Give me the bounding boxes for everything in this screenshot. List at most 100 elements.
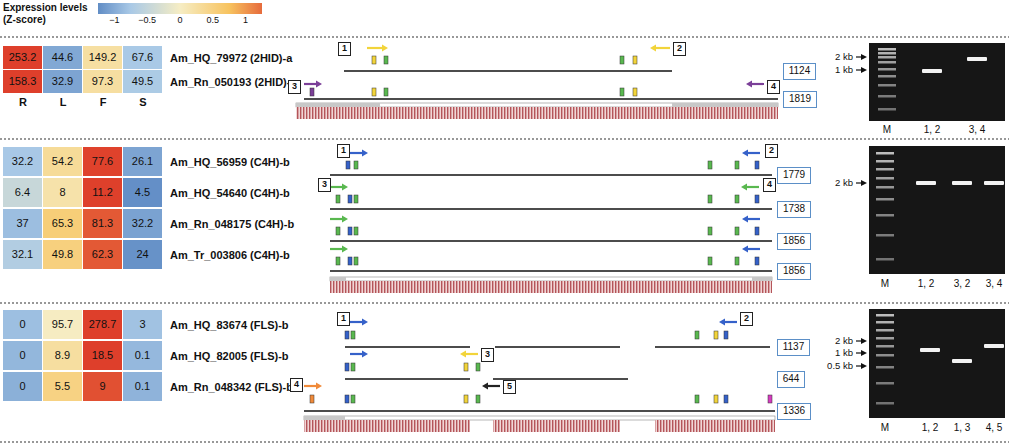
site-mark <box>755 195 759 203</box>
scale-tick: 0.5 <box>207 15 220 25</box>
callout-number: 1 <box>340 313 347 323</box>
gene-name: Am_HQ_54640 (C4H)-b <box>170 187 290 200</box>
site-mark <box>695 331 699 339</box>
arrow-shaft <box>747 248 760 250</box>
heatmap-cell: 6.4 <box>3 178 42 207</box>
callout-number: 3 <box>318 178 331 192</box>
ladder-band <box>876 382 894 385</box>
length-box: 1856 <box>777 263 811 280</box>
arrow-head <box>362 351 368 358</box>
legend-title: Expression levels <box>3 2 88 14</box>
callout-number: 2 <box>676 43 683 53</box>
site-mark <box>345 363 349 371</box>
heatmap-cell: 18.5 <box>83 341 122 370</box>
ladder-band <box>878 108 896 111</box>
size-arrow-head <box>861 67 867 73</box>
pcr-band <box>952 359 972 363</box>
site-mark <box>724 395 728 403</box>
length-box: 1336 <box>777 403 811 420</box>
site-mark <box>708 195 712 203</box>
gene-name: Am_HQ_56959 (C4H)-b <box>170 156 290 169</box>
transcript-line <box>344 70 672 71</box>
callout-number: 3 <box>291 81 298 91</box>
heatmap-cell: 8 <box>43 178 82 207</box>
heatmap-cell: 278.7 <box>83 310 122 339</box>
callout-number: 1 <box>341 43 348 53</box>
arrow-shaft <box>350 152 363 154</box>
arrow-shaft <box>751 83 764 85</box>
ladder-band <box>878 95 896 98</box>
transcript-line <box>330 208 772 209</box>
lane-label: 3, 2 <box>954 278 971 290</box>
utr-strip <box>752 277 772 281</box>
transcript-line <box>495 346 620 347</box>
callout-number: 1 <box>338 42 351 56</box>
primer-arrow <box>330 184 348 191</box>
ladder-band <box>878 68 896 71</box>
transcript-line <box>345 346 470 347</box>
site-mark <box>735 161 739 169</box>
length-box: 1738 <box>777 201 811 218</box>
pcr-band <box>984 181 1004 185</box>
reference-strip <box>330 277 772 281</box>
ladder-band <box>878 61 896 64</box>
ladder-band <box>876 258 894 261</box>
primer-arrow <box>330 216 348 223</box>
arrow-shaft <box>724 321 737 323</box>
heatmap-cell: 32.2 <box>3 147 42 176</box>
transcript-line <box>330 240 772 241</box>
heatmap-cell: 97.3 <box>83 70 122 93</box>
site-mark <box>714 395 718 403</box>
length-value: 1856 <box>782 265 806 277</box>
site-mark <box>310 395 314 403</box>
site-mark <box>755 227 759 235</box>
reference-hatch <box>304 420 470 432</box>
site-mark <box>620 56 624 64</box>
callout-number: 5 <box>506 381 513 391</box>
pcr-band <box>922 69 942 73</box>
arrow-shaft <box>487 385 500 387</box>
gene-name: Am_Rn_048175 (C4H)-b <box>170 218 294 231</box>
heatmap-cell: 77.6 <box>83 147 122 176</box>
arrow-head <box>719 319 725 326</box>
length-box: 1779 <box>777 167 811 184</box>
site-mark <box>755 257 759 265</box>
site-mark <box>755 161 759 169</box>
ladder-band <box>876 186 894 189</box>
ladder-band <box>876 198 894 201</box>
callout-number: 4 <box>766 179 773 189</box>
site-mark <box>724 331 728 339</box>
heatmap-cell: 5.5 <box>43 372 82 401</box>
callout-number: 5 <box>503 380 516 394</box>
callout-number: 3 <box>481 348 494 362</box>
site-mark <box>735 195 739 203</box>
ladder-band <box>876 234 894 237</box>
heatmap-cell: 32.1 <box>3 240 42 269</box>
tissue-label: L <box>60 96 67 109</box>
legend-title: (Z-score) <box>3 14 46 26</box>
callout-number: 2 <box>768 145 775 155</box>
arrow-head <box>482 383 488 390</box>
heatmap-cell: 62.3 <box>83 240 122 269</box>
transcript-line <box>655 346 770 347</box>
length-value: 1124 <box>788 65 811 77</box>
length-value: 1738 <box>782 203 806 215</box>
heatmap-cell: 149.2 <box>83 46 122 69</box>
arrow-shaft <box>330 248 343 250</box>
arrow-head <box>741 184 747 191</box>
site-mark <box>336 195 340 203</box>
callout-number: 3 <box>321 179 328 189</box>
reference-hatch <box>296 107 778 119</box>
lane-label: 1, 3 <box>954 422 971 434</box>
ladder-band <box>876 177 894 180</box>
lane-label: M <box>883 124 891 136</box>
site-mark <box>354 195 358 203</box>
heatmap-cell: 11.2 <box>83 178 122 207</box>
gene-name: Am_Rn_048342 (FLS)-b <box>170 381 293 394</box>
heatmap-cell: 95.7 <box>43 310 82 339</box>
callout-number: 2 <box>765 144 778 158</box>
primer-arrow <box>350 150 368 157</box>
gene-name: Am_HQ_82005 (FLS)-b <box>170 350 289 363</box>
site-mark <box>633 88 637 96</box>
ladder-band <box>876 152 894 155</box>
